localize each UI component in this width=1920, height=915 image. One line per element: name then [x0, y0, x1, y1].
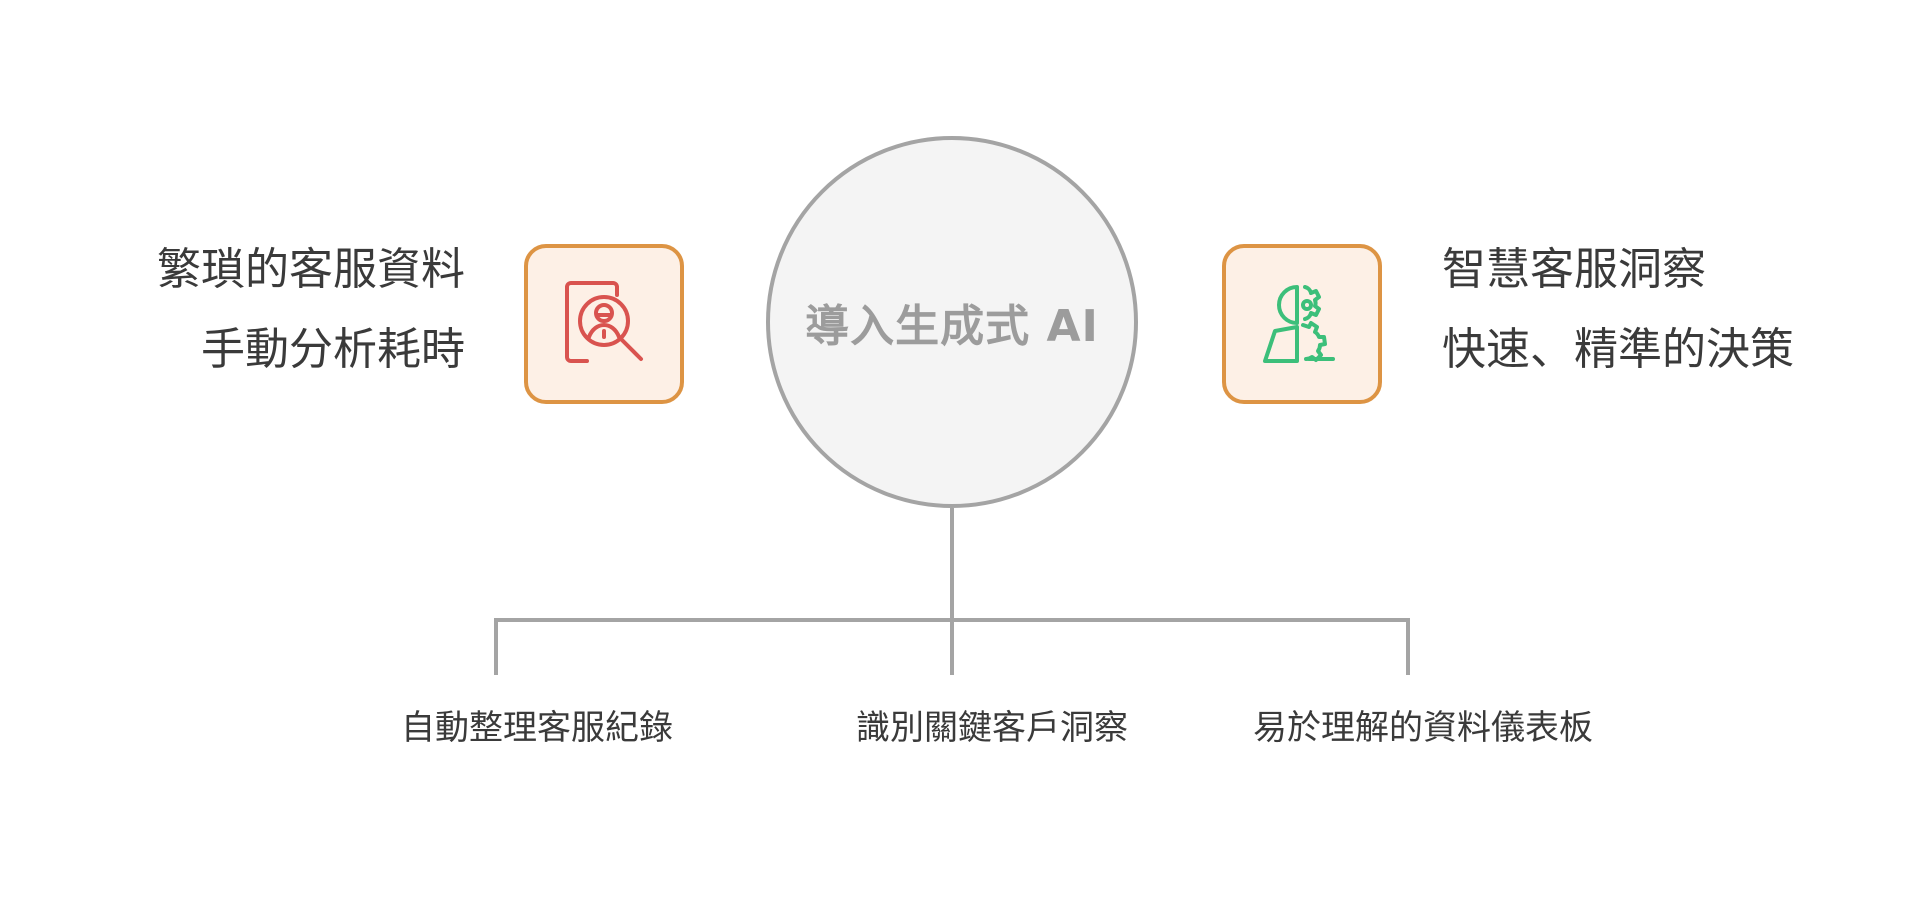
problem-text: 繁瑣的客服資料 手動分析耗時: [157, 230, 465, 390]
outcome-icon-box: [1222, 244, 1382, 404]
problem-line-1: 繁瑣的客服資料: [157, 244, 465, 295]
user-search-icon: [565, 281, 643, 363]
branch-label-3: 易於理解的資料儀表板: [1253, 708, 1593, 748]
problem-icon-box: [524, 244, 684, 404]
outcome-text: 智慧客服洞察 快速、精準的決策: [1442, 230, 1794, 390]
branch-label-2: 識別關鍵客戶洞察: [856, 708, 1128, 748]
central-title: 導入生成式 AI: [805, 301, 1099, 352]
branch-label-1: 自動整理客服紀錄: [401, 708, 673, 748]
outcome-line-2: 快速、精準的決策: [1442, 324, 1794, 375]
central-node: 導入生成式 AI: [766, 136, 1138, 508]
head-gears-icon: [1263, 285, 1335, 363]
problem-line-2: 手動分析耗時: [201, 324, 465, 375]
outcome-line-1: 智慧客服洞察: [1442, 244, 1706, 295]
